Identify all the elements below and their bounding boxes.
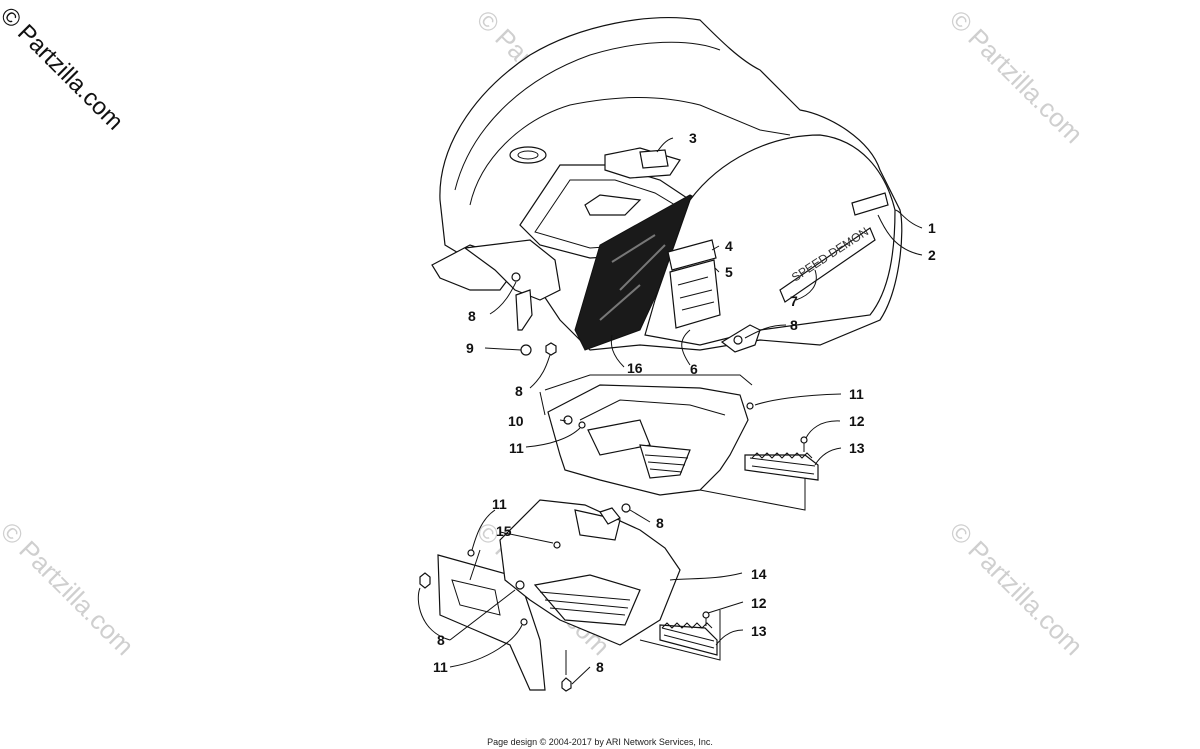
callout-15[interactable]: 15 — [496, 523, 512, 539]
callout-12-upper[interactable]: 12 — [849, 413, 865, 429]
callout-8-lower-left[interactable]: 8 — [437, 632, 445, 648]
callout-2[interactable]: 2 — [928, 247, 936, 263]
callout-12-lower[interactable]: 12 — [751, 595, 767, 611]
callout-11-upper-right[interactable]: 11 — [849, 386, 864, 402]
callout-14[interactable]: 14 — [751, 566, 767, 582]
callout-1[interactable]: 1 — [928, 220, 936, 236]
callout-11-lower-bottom[interactable]: 11 — [433, 659, 448, 675]
lower-floorboard — [419, 499, 721, 692]
callout-8-right[interactable]: 8 — [790, 317, 798, 333]
callouts: 3 1 2 4 5 6 7 8 8 9 8 16 10 11 11 12 13 … — [433, 130, 936, 675]
callout-8-lower-bottom[interactable]: 8 — [596, 659, 604, 675]
rear-fender-assembly: SPEED DEMON — [431, 17, 903, 353]
callout-8-left[interactable]: 8 — [468, 308, 476, 324]
callout-7[interactable]: 7 — [790, 293, 798, 309]
callout-13-lower[interactable]: 13 — [751, 623, 767, 639]
callout-11-upper-left[interactable]: 11 — [509, 440, 524, 456]
footrest-upper — [744, 436, 819, 481]
callout-3[interactable]: 3 — [689, 130, 697, 146]
callout-5[interactable]: 5 — [725, 264, 733, 280]
callout-6[interactable]: 6 — [690, 361, 698, 377]
callout-13-upper[interactable]: 13 — [849, 440, 865, 456]
callout-4[interactable]: 4 — [725, 238, 733, 254]
page-footer: Page design © 2004-2017 by ARI Network S… — [487, 737, 713, 747]
footrest-lower — [659, 611, 718, 656]
callout-9[interactable]: 9 — [466, 340, 474, 356]
callout-16[interactable]: 16 — [627, 360, 643, 376]
leader-lines — [417, 137, 923, 685]
callout-8-mid[interactable]: 8 — [515, 383, 523, 399]
hardware-left — [511, 272, 557, 356]
callout-11-lower-top[interactable]: 11 — [492, 496, 507, 512]
callout-8-lower-top[interactable]: 8 — [656, 515, 664, 531]
callout-10[interactable]: 10 — [508, 413, 524, 429]
upper-floorboard — [539, 374, 806, 511]
